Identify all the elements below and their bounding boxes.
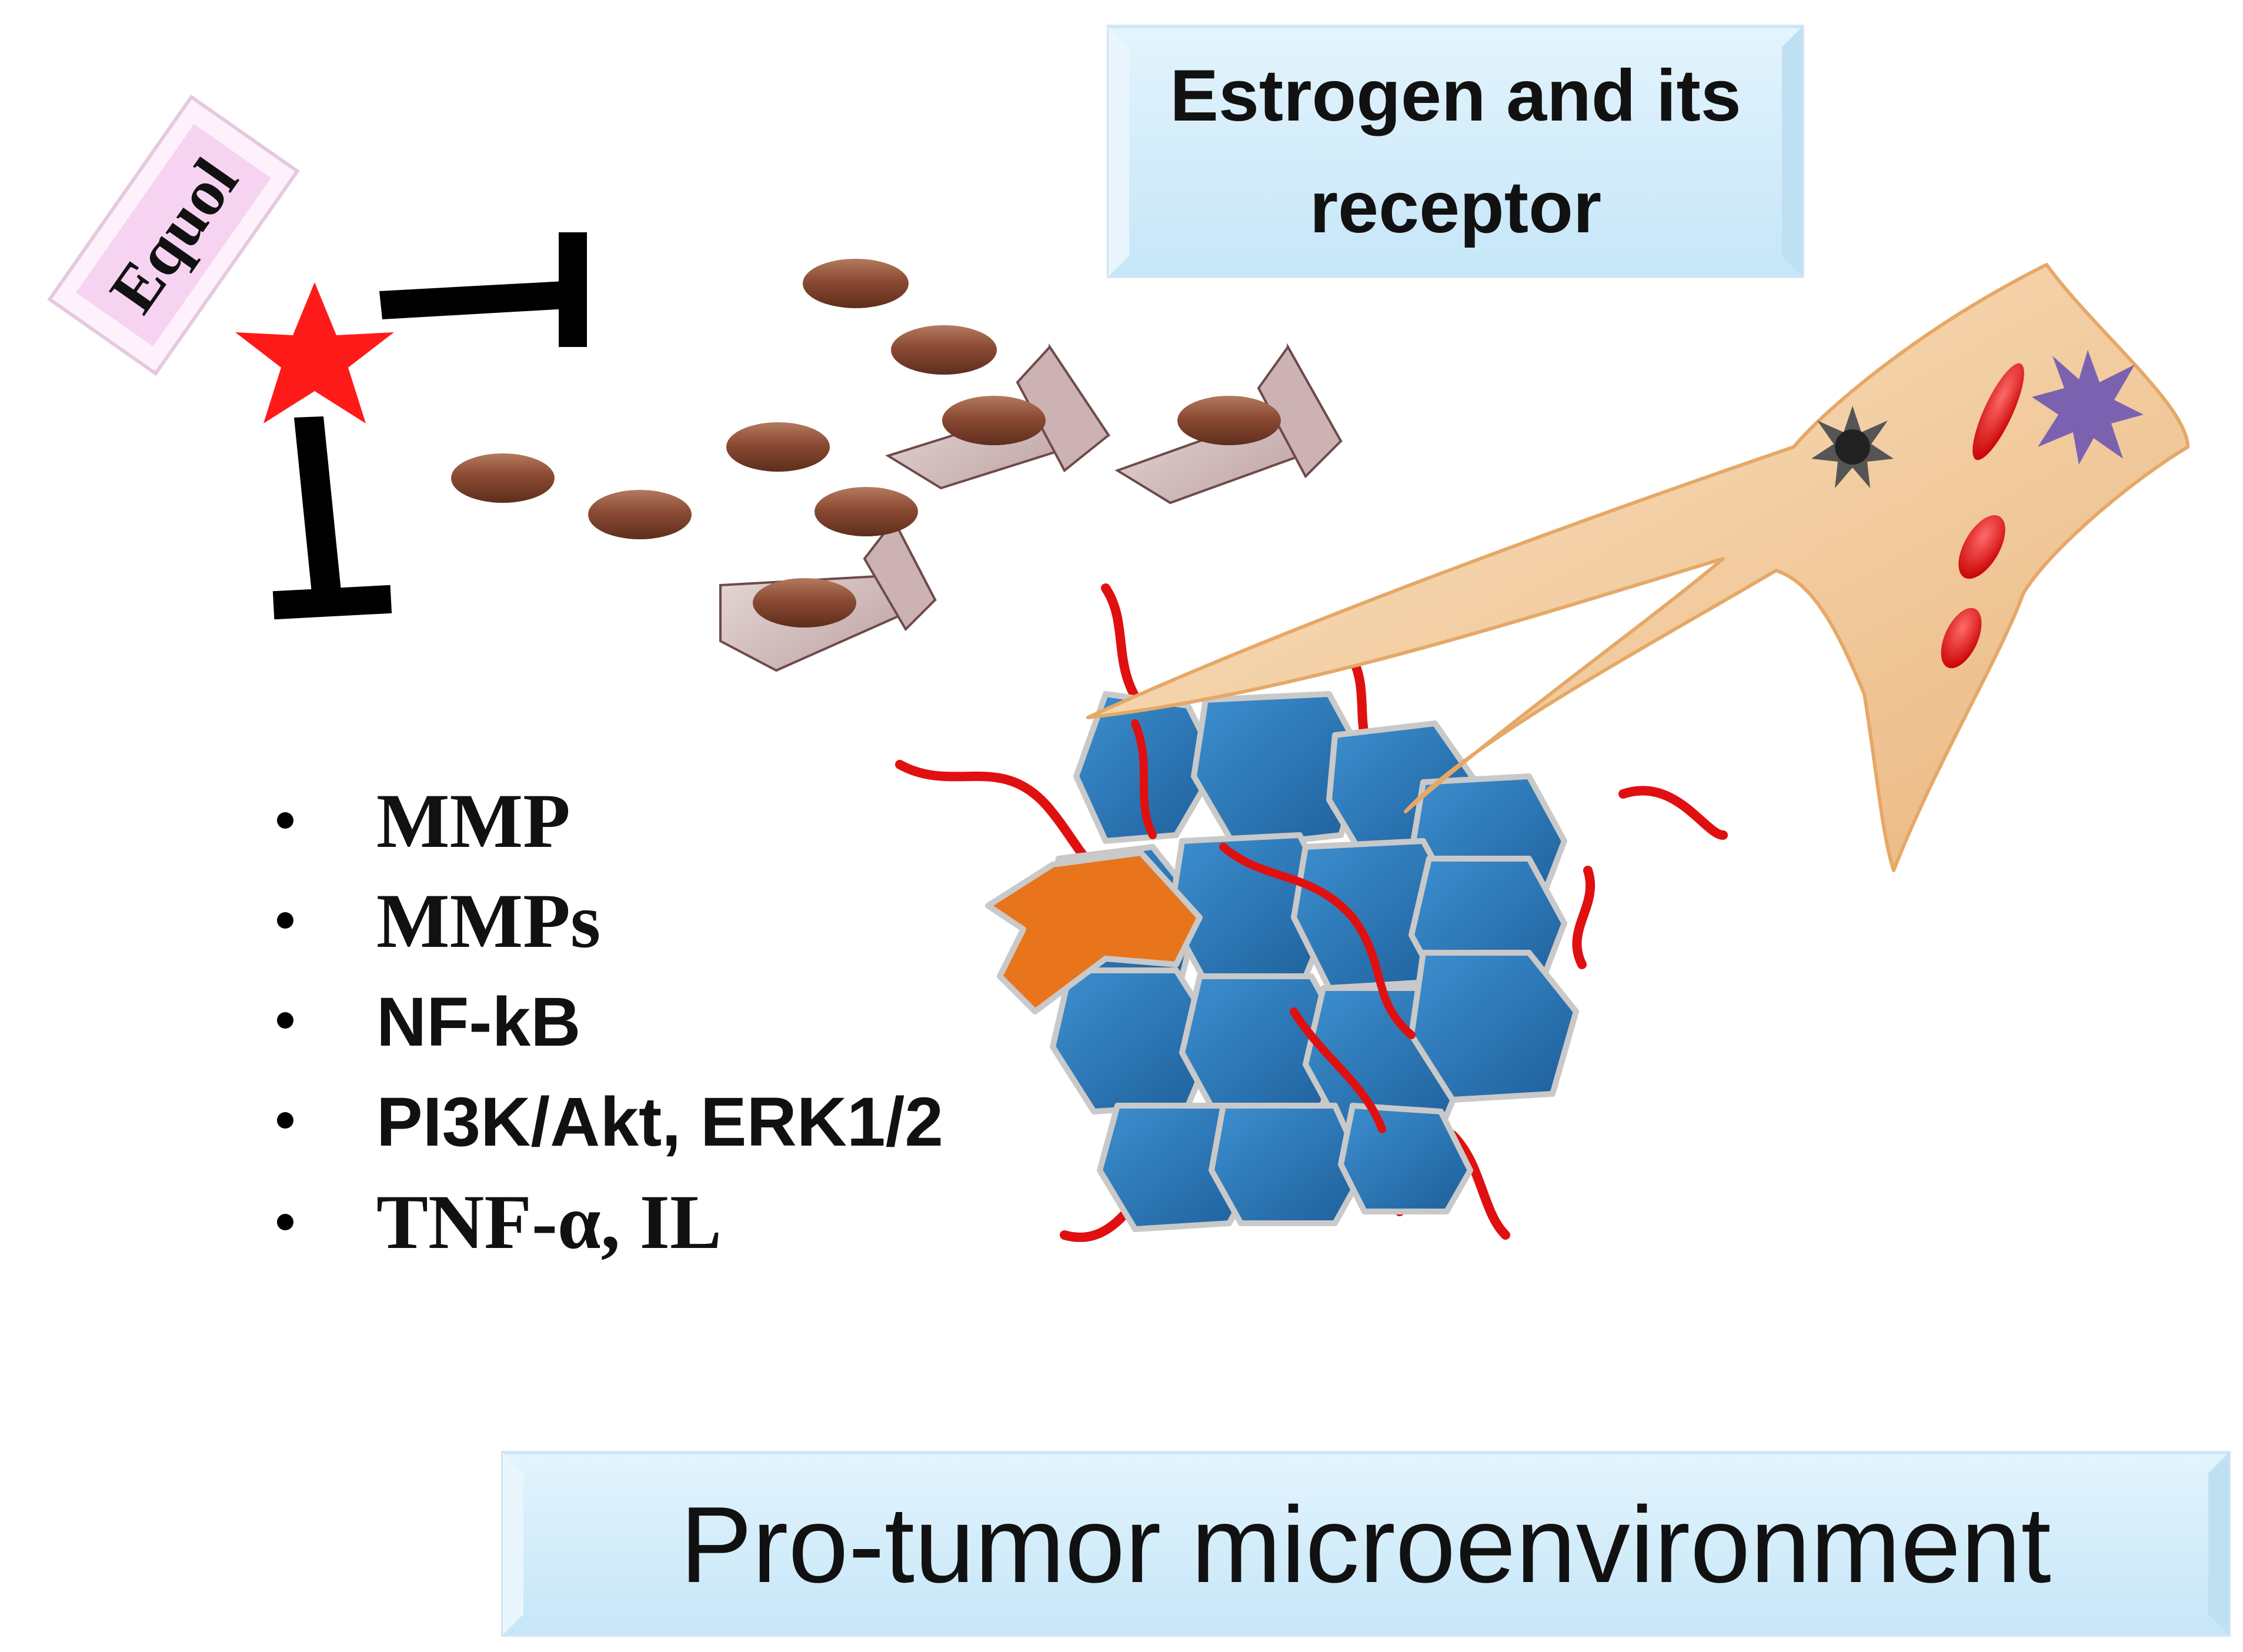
fibroblast-vesicle	[1941, 608, 1982, 669]
bullet-item-2: MMPs	[277, 877, 600, 964]
bullet-nfkb: NF-kB	[376, 983, 580, 1061]
tumor-cell-orange	[985, 850, 1203, 1014]
estrogen-label-line2: receptor	[1310, 167, 1601, 248]
star-icon	[235, 282, 394, 423]
bullet-item-1: MMP	[277, 777, 570, 864]
receptor-2	[1114, 343, 1343, 505]
receptor-1	[885, 343, 1111, 490]
tumor-cell	[1338, 1103, 1473, 1214]
estrogen-pill	[753, 578, 856, 628]
estrogen-pill	[726, 422, 830, 472]
estrogen-receptor-box: Estrogen and its receptor	[1107, 25, 1804, 278]
fibroblast-cell	[1086, 263, 2189, 872]
inhibition-bar-horizontal	[379, 232, 587, 347]
bullet-pi3k: PI3K/Akt, ERK1/2	[376, 1083, 943, 1161]
estrogen-label-line1: Estrogen and its	[1170, 55, 1741, 136]
bullet-mmps: MMPs	[376, 877, 600, 964]
organelle-purple-icon	[2032, 350, 2144, 465]
estrogen-pill	[451, 453, 555, 503]
fibroblast-vesicle	[1958, 515, 2005, 579]
estrogen-pill	[815, 487, 918, 536]
estrogen-pill	[891, 325, 997, 375]
estrogen-pill	[942, 396, 1046, 445]
tumor-cluster	[985, 691, 1579, 1232]
estrogen-molecules	[451, 259, 1281, 628]
bullet-mmp: MMP	[376, 777, 570, 864]
pro-tumor-box: Pro-tumor microenvironment	[501, 1451, 2231, 1637]
organelle-dark-icon	[1811, 406, 1894, 488]
bullet-tnf: TNF-α, IL	[376, 1179, 722, 1265]
inhibition-bar-vertical	[272, 416, 392, 620]
estrogen-pill	[803, 259, 909, 308]
pro-tumor-label: Pro-tumor microenvironment	[680, 1484, 2051, 1605]
bullet-item-5: TNF-α, IL	[277, 1179, 722, 1265]
bullet-item-3: NF-kB	[277, 983, 580, 1061]
collagen-fibers-front	[1131, 719, 1416, 1133]
tumor-cell	[1209, 1103, 1367, 1226]
tumor-cell	[1408, 950, 1579, 1103]
equol-box: Equol	[47, 94, 300, 376]
estrogen-pill	[1177, 396, 1281, 445]
fibroblast-vesicle	[1972, 363, 2024, 460]
tumor-cell	[1191, 691, 1367, 850]
estrogen-pill	[588, 490, 692, 539]
bullet-item-4: PI3K/Akt, ERK1/2	[277, 1083, 943, 1161]
bullet-list: MMP MMPs NF-kB PI3K/Akt, ERK1/2 TNF-α, I…	[277, 777, 943, 1265]
